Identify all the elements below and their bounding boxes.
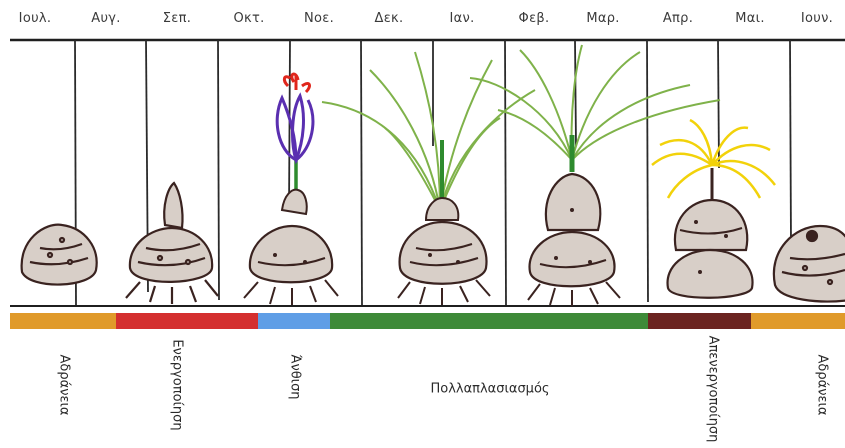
bulb-deactivation: [652, 120, 775, 298]
bulb-dormant: [22, 225, 97, 285]
bulb-multiplication-1: [322, 52, 535, 305]
phase-label-flowering: Άνθιση: [288, 354, 303, 399]
phase-label-activation: Ενεργοποίηση: [170, 339, 185, 430]
bulb-activation: [126, 183, 218, 304]
bulb-dormant-end: [774, 226, 845, 301]
phase-band-dormant-end: [751, 313, 845, 329]
phase-label-multiplication: Πολλαπλασιασμός: [430, 382, 549, 397]
bulb-flowering: [244, 74, 338, 305]
phase-label-dormant: Αδράνεια: [57, 355, 72, 416]
phase-band-flowering: [258, 313, 330, 329]
phase-band-multiplication: [330, 313, 648, 329]
phase-band-dormant: [10, 313, 116, 329]
phase-band-deactivation: [648, 313, 751, 329]
phase-band-activation: [116, 313, 258, 329]
phase-label-deactivation: Απενεργοποίηση: [706, 336, 721, 443]
phase-label-dormant-end: Αδράνεια: [815, 355, 830, 416]
